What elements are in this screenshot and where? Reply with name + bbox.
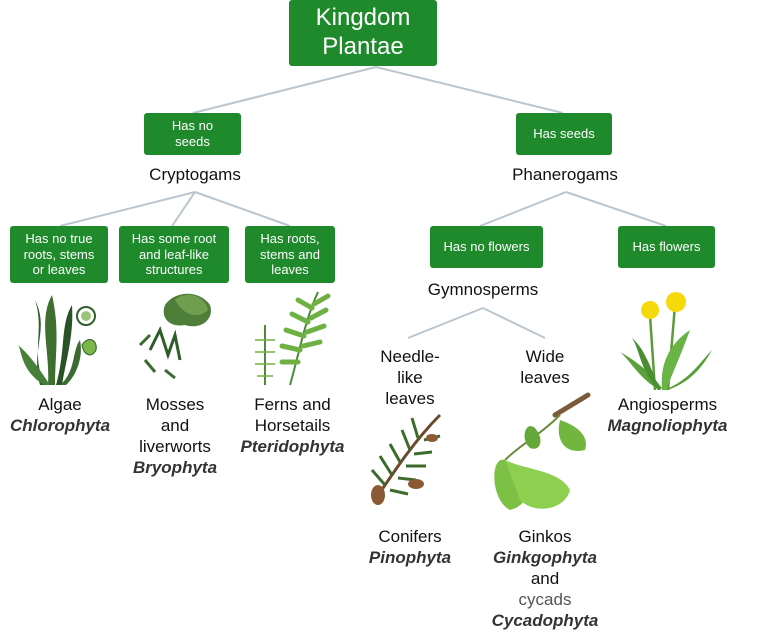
ginkos-label: Ginkos Ginkgophyta and cycads Cycadophyt… <box>480 526 610 631</box>
fern-illustration <box>255 291 331 386</box>
no-true-roots-line1: Has no true <box>25 231 93 247</box>
ginkos-line2: and <box>530 569 560 588</box>
conifer-illustration <box>370 413 442 505</box>
connector-crypto-ferns <box>194 191 291 227</box>
connector-root-has-seeds <box>375 66 564 114</box>
connector-crypto-algae <box>59 191 196 227</box>
has-roots-line3: leaves <box>271 262 309 278</box>
ferns-line2: Horsetails <box>254 416 331 435</box>
no-seeds-box: Has no seeds <box>144 113 241 155</box>
has-roots-box: Has roots, stems and leaves <box>245 226 335 283</box>
connector-phan-angio <box>565 191 667 227</box>
angiosperms-common: Angiosperms <box>617 395 718 414</box>
no-true-roots-line3: or leaves <box>32 262 86 278</box>
ferns-line1: Ferns and <box>254 395 331 414</box>
mosses-line3: liverworts <box>139 437 211 456</box>
needle-line1: Needle- <box>380 347 440 366</box>
needle-line3: leaves <box>385 389 435 408</box>
ginkgo-illustration <box>494 392 591 510</box>
some-root-line3: structures <box>145 262 203 278</box>
moss-illustration <box>138 293 211 380</box>
mosses-line1: Mosses <box>145 395 205 414</box>
has-seeds-label: Has seeds <box>533 126 595 142</box>
conifers-common: Conifers <box>378 527 442 546</box>
no-seeds-line1: Has no <box>171 118 214 134</box>
algae-common: Algae <box>38 395 82 414</box>
conifers-label: Conifers Pinophyta <box>350 526 470 568</box>
algae-illustration <box>18 295 97 385</box>
connector-gymno-wide <box>482 307 546 339</box>
needle-line2: like <box>397 368 423 387</box>
no-true-roots-box: Has no true roots, stems or leaves <box>10 226 108 283</box>
dandelion-illustration <box>620 292 712 391</box>
ginkos-line3: cycads <box>518 590 572 609</box>
has-flowers-box: Has flowers <box>618 226 715 268</box>
root-line1: Kingdom <box>315 4 411 32</box>
algae-scientific: Chlorophyta <box>9 416 111 435</box>
some-root-box: Has some root and leaf-like structures <box>119 226 229 283</box>
has-roots-line2: stems and <box>260 246 320 262</box>
connector-gymno-needle <box>407 307 484 339</box>
angiosperms-scientific: Magnoliophyta <box>607 416 728 435</box>
no-seeds-line2: seeds <box>175 134 210 149</box>
some-root-line2: and leaf-like <box>138 246 210 262</box>
mosses-scientific: Bryophyta <box>132 458 218 477</box>
phanerogams-label: Phanerogams <box>512 165 618 184</box>
ferns-scientific: Pteridophyta <box>240 437 345 456</box>
wide-leaves-label: Wide leaves <box>500 346 590 388</box>
conifers-scientific: Pinophyta <box>368 548 452 567</box>
wide-line1: Wide <box>525 347 565 366</box>
wide-line2: leaves <box>520 368 570 387</box>
no-flowers-box: Has no flowers <box>430 226 543 268</box>
no-flowers-label: Has no flowers <box>443 239 530 255</box>
cryptogams-label: Cryptogams <box>149 165 241 184</box>
mosses-line2: and <box>160 416 190 435</box>
has-seeds-box: Has seeds <box>516 113 612 155</box>
ferns-label: Ferns and Horsetails Pteridophyta <box>235 394 350 457</box>
needle-leaves-label: Needle- like leaves <box>360 346 460 409</box>
some-root-line1: Has some root <box>131 231 217 247</box>
ginkos-line1: Ginkos <box>518 527 572 546</box>
ginkos-sci1: Ginkgophyta <box>493 548 597 567</box>
angiosperms-label: Angiosperms Magnoliophyta <box>600 394 735 436</box>
ginkos-sci2: Cycadophyta <box>491 611 599 630</box>
no-true-roots-line2: roots, stems <box>23 246 95 262</box>
root-box: Kingdom Plantae <box>289 0 437 66</box>
connector-root-no-seeds <box>192 66 377 114</box>
has-flowers-label: Has flowers <box>632 239 701 255</box>
mosses-label: Mosses and liverworts Bryophyta <box>115 394 235 478</box>
connector-crypto-mosses <box>171 191 196 227</box>
has-roots-line1: Has roots, <box>260 231 320 247</box>
root-line2: Plantae <box>322 33 404 60</box>
gymnosperms-label: Gymnosperms <box>427 280 539 299</box>
connector-phan-gymno <box>479 191 567 227</box>
algae-label: Algae Chlorophyta <box>0 394 120 436</box>
